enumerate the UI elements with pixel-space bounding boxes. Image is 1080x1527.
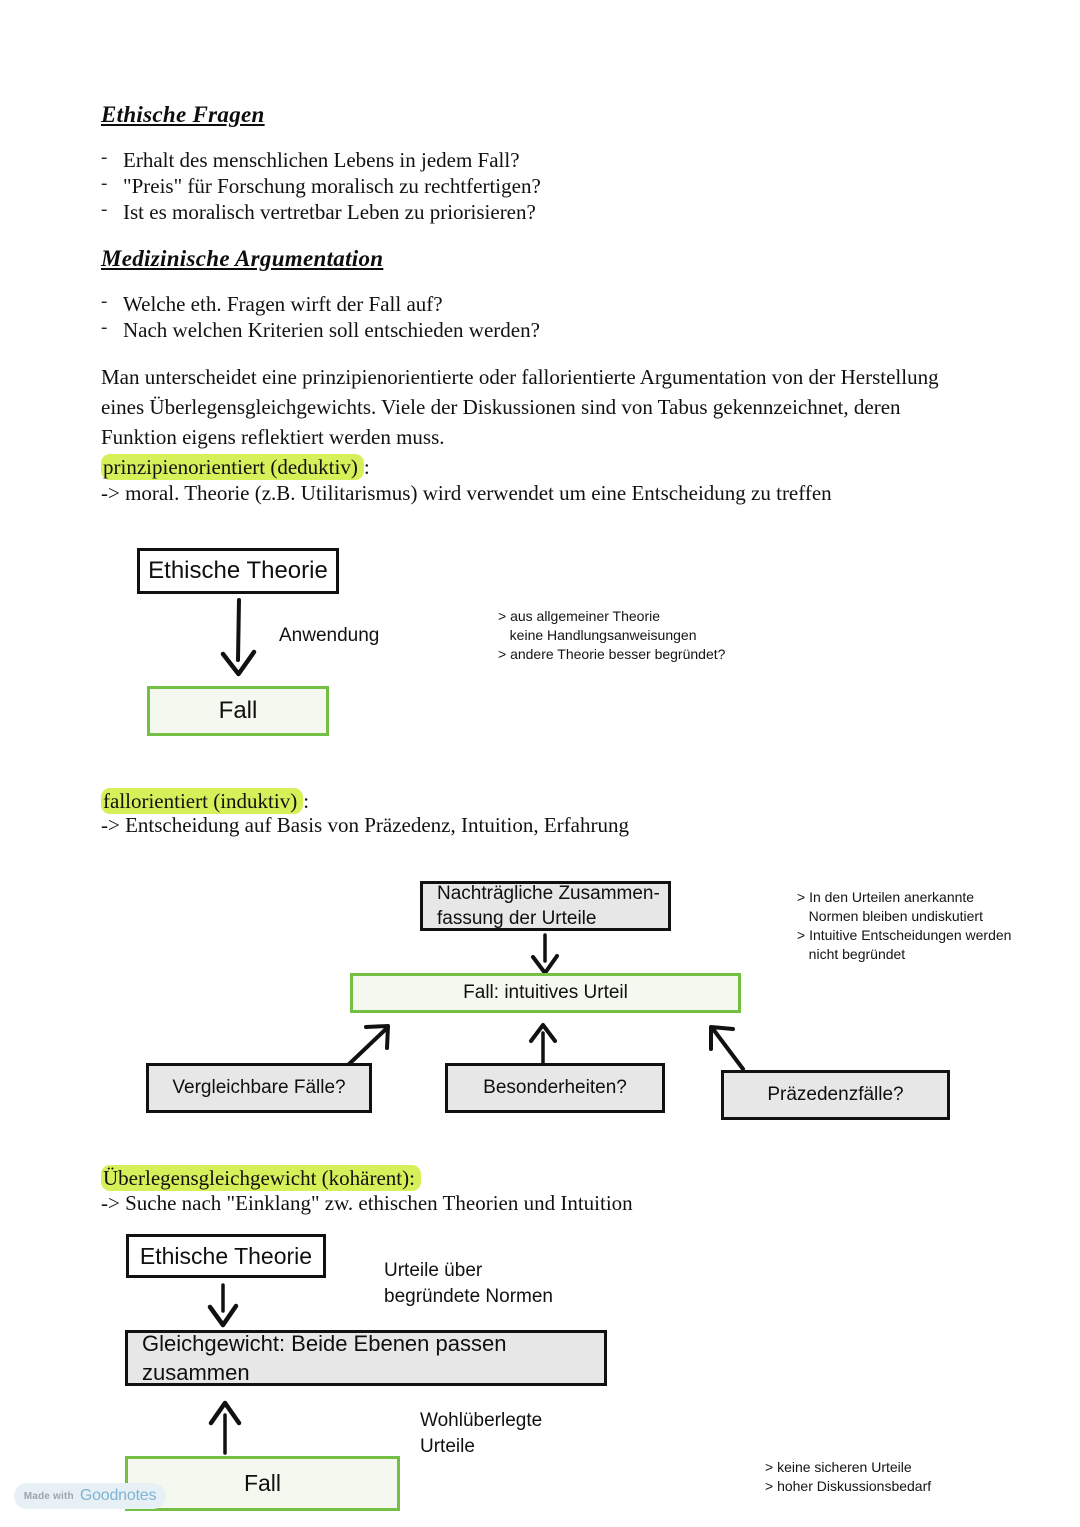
diagram3-box-ethische-theorie: Ethische Theorie <box>126 1234 326 1278</box>
bullet-dash: - <box>101 291 108 312</box>
diagram3-label-wohlueberlegte-urteile: Wohlüberlegte Urteile <box>420 1410 543 1457</box>
label-colon: : <box>363 455 370 479</box>
diagram2-box-besonderheiten-label: Besonderheiten? <box>483 1077 627 1098</box>
explanation-fallorientiert: -> Entscheidung auf Basis von Präzedenz,… <box>101 813 629 837</box>
diagram2-notes: > In den Urteilen anerkannte Normen blei… <box>797 889 1012 962</box>
diagram3-arrow-up <box>208 1400 242 1455</box>
list-item-label: Ist es moralisch vertretbar Leben zu pri… <box>123 200 536 224</box>
list-item: - Nach welchen Kriterien soll entschiede… <box>101 318 540 343</box>
section-heading-medizinische-argumentation: Medizinische Argumentation <box>101 246 384 271</box>
list-item: - Ist es moralisch vertretbar Leben zu p… <box>101 200 536 225</box>
diagram1-box-ethische-theorie: Ethische Theorie <box>137 548 339 594</box>
diagram3-notes: > keine sicheren Urteile > hoher Diskuss… <box>765 1459 932 1494</box>
diagram2-box-praezedenzfaelle: Präzedenzfälle? <box>721 1070 950 1120</box>
diagram3-box-fall-label: Fall <box>243 1470 282 1496</box>
diagram2-box-besonderheiten: Besonderheiten? <box>445 1063 665 1113</box>
diagram2-box-nachtraegliche-zusammenfassung: Nachträgliche Zusammen- fassung der Urte… <box>420 881 671 931</box>
highlight-ueberlegensgleichgewicht: Überlegensgleichgewicht (kohärent): <box>101 1165 421 1191</box>
explanation-ueberlegensgleichgewicht: -> Suche nach "Einklang" zw. ethischen T… <box>101 1191 633 1215</box>
section-heading-ethische-fragen: Ethische Fragen <box>101 102 265 127</box>
diagram1-notes: > aus allgemeiner Theorie keine Handlung… <box>498 608 726 662</box>
diagram3-box-ethische-theorie-label: Ethische Theorie <box>139 1242 313 1269</box>
list-item-label: Welche eth. Fragen wirft der Fall auf? <box>123 292 443 316</box>
list-item-label: Nach welchen Kriterien soll entschieden … <box>123 318 540 342</box>
diagram1-box-ethische-theorie-label: Ethische Theorie <box>148 557 328 584</box>
list-item: - "Preis" für Forschung moralisch zu rec… <box>101 174 541 199</box>
explanation-prinzipienorientiert: -> moral. Theorie (z.B. Utilitarismus) w… <box>101 481 832 505</box>
bullet-dash: - <box>101 199 108 220</box>
label-prinzipienorientiert: prinzipienorientiert (deduktiv): <box>101 454 370 480</box>
diagram1-box-fall: Fall <box>147 686 329 736</box>
list-item: - Welche eth. Fragen wirft der Fall auf? <box>101 292 443 317</box>
bullet-dash: - <box>101 147 108 168</box>
highlight-prinzipienorientiert: prinzipienorientiert (deduktiv) <box>101 454 364 480</box>
watermark-made-with-label: Made with <box>23 1490 74 1502</box>
diagram2-arrow-diagonal-right <box>709 1025 745 1071</box>
bullet-dash: - <box>101 173 108 194</box>
paragraph-argumentation: Man unterscheidet eine prinzipienorienti… <box>101 365 939 449</box>
diagram3-box-gleichgewicht-label: Gleichgewicht: Beide Ebenen passen zusam… <box>142 1331 507 1385</box>
diagram3-arrow-down <box>207 1283 239 1328</box>
diagram1-arrow-down <box>220 598 257 677</box>
diagram2-box-fall-intuitives-urteil: Fall: intuitives Urteil <box>350 973 741 1013</box>
diagram3-label-urteile-ueber-begruendete-normen: Urteile über begründete Normen <box>384 1260 553 1307</box>
highlight-fallorientiert: fallorientiert (induktiv) <box>101 788 304 814</box>
list-item: - Erhalt des menschlichen Lebens in jede… <box>101 148 520 173</box>
diagram2-box-fall-intuitives-urteil-label: Fall: intuitives Urteil <box>463 982 628 1003</box>
diagram3-box-fall: Fall <box>125 1456 400 1511</box>
diagram2-box-nachtraegliche-zusammenfassung-label: Nachträgliche Zusammen- fassung der Urte… <box>437 883 660 929</box>
bullet-dash: - <box>101 317 108 338</box>
list-item-label: Erhalt des menschlichen Lebens in jedem … <box>123 148 520 172</box>
diagram3-box-gleichgewicht: Gleichgewicht: Beide Ebenen passen zusam… <box>125 1330 607 1386</box>
diagram2-arrow-diagonal-left <box>344 1024 390 1069</box>
diagram1-arrow-label-anwendung: Anwendung <box>279 625 380 646</box>
diagram2-box-praezedenzfaelle-label: Präzedenzfälle? <box>767 1084 904 1105</box>
label-colon: : <box>303 789 310 813</box>
goodnotes-watermark: Made with Goodnotes <box>14 1483 166 1509</box>
list-item-label: "Preis" für Forschung moralisch zu recht… <box>123 174 541 198</box>
diagram2-box-vergleichbare-faelle-label: Vergleichbare Fälle? <box>172 1077 346 1098</box>
diagram2-box-vergleichbare-faelle: Vergleichbare Fälle? <box>146 1063 372 1113</box>
label-fallorientiert: fallorientiert (induktiv): <box>101 788 310 814</box>
watermark-brand-label: Goodnotes <box>79 1487 157 1504</box>
label-ueberlegensgleichgewicht: Überlegensgleichgewicht (kohärent): <box>101 1165 421 1191</box>
diagram1-box-fall-label: Fall <box>218 697 258 724</box>
